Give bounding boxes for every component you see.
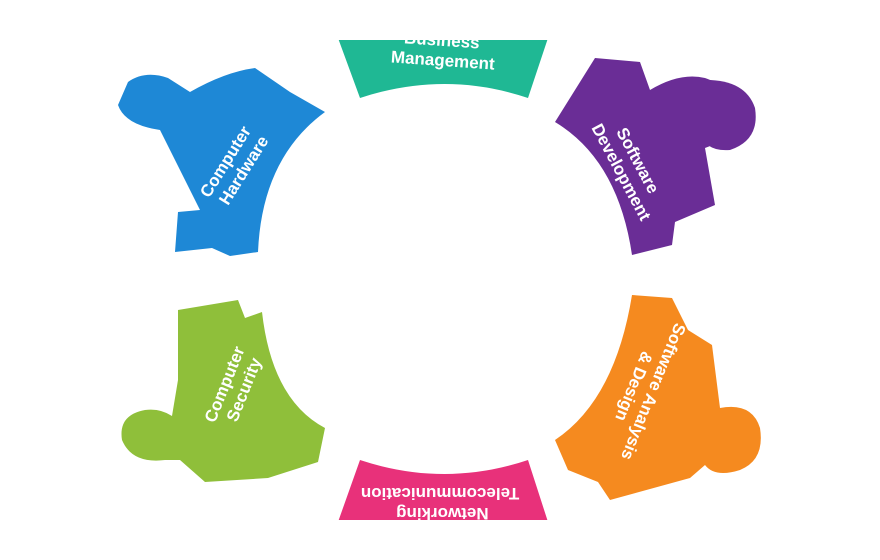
segment-computer-security: Computer Security — [121, 300, 325, 482]
segment-computer-security-shape — [121, 300, 325, 482]
segment-software-analysis: Software Analysis & Design — [555, 295, 761, 500]
segment-computer-hardware: Computer Hardware — [118, 68, 325, 256]
segment-networking: Networking Telecommunication — [338, 460, 548, 523]
segment-networking-shape — [338, 460, 548, 522]
segment-business-management: Business Management — [338, 28, 548, 98]
segment-computer-hardware-shape — [118, 68, 325, 256]
segment-business-management-shape — [338, 38, 548, 98]
segment-software-development: Software Development — [555, 58, 756, 255]
segment-networking-label: Networking Telecommunication — [361, 484, 519, 523]
bottom-crop-band — [0, 520, 880, 560]
segment-software-analysis-shape — [555, 295, 761, 500]
top-crop-band — [0, 0, 880, 40]
software-development-head-icon — [700, 79, 756, 151]
segment-software-development-shape — [555, 58, 733, 255]
